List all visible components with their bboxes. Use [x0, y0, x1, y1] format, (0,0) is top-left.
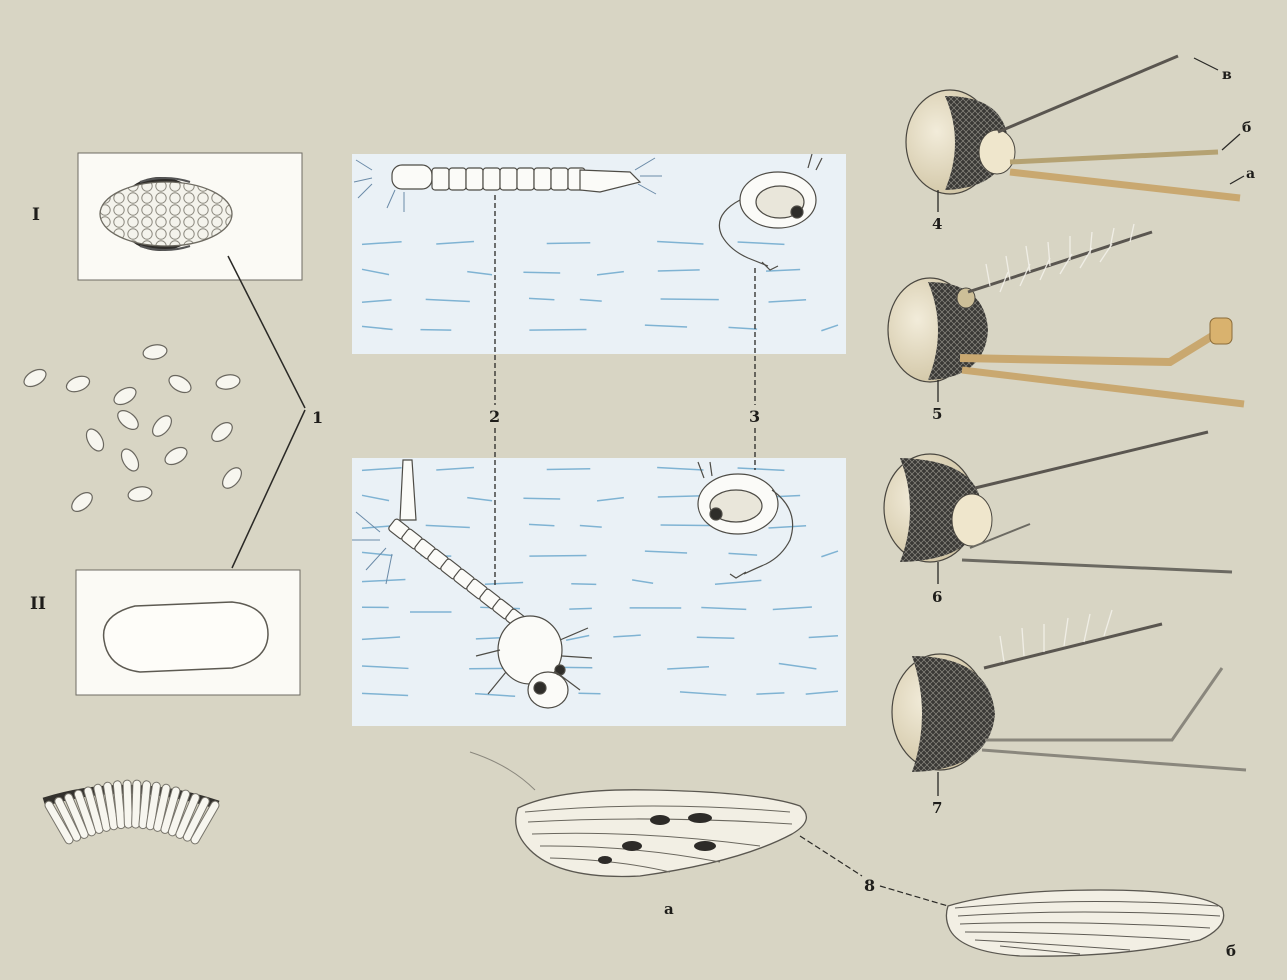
- head-part-label-v: в: [1222, 67, 1232, 83]
- callout-8: 8: [864, 876, 875, 895]
- head-part-label-b: б: [1242, 120, 1251, 136]
- callout-7: 7: [932, 799, 942, 817]
- roman-label-i: I: [32, 205, 40, 225]
- larva-segment: [432, 168, 449, 190]
- water-line: [529, 555, 586, 556]
- callout-6: 6: [932, 588, 942, 606]
- water-line: [578, 693, 600, 694]
- larva-segment: [483, 168, 500, 190]
- larva-segment: [534, 168, 551, 190]
- callout-5: 5: [932, 405, 942, 423]
- water-line: [658, 496, 700, 497]
- wing-label-a: а: [664, 900, 674, 918]
- egg-panel-ii: [76, 570, 300, 695]
- larva-segment: [500, 168, 517, 190]
- water-line: [658, 270, 700, 271]
- callout-2: 2: [489, 407, 500, 426]
- egg-panel-i: [78, 153, 302, 280]
- wing-label-b: б: [1226, 942, 1236, 960]
- water-line: [697, 637, 735, 638]
- callout-1: 1: [312, 408, 323, 427]
- water-line: [569, 608, 592, 609]
- roman-label-ii: II: [30, 594, 46, 614]
- water-line: [529, 329, 586, 330]
- larva-segment: [466, 168, 483, 190]
- callout-4: 4: [932, 215, 942, 233]
- water-line: [547, 469, 591, 470]
- water-line: [547, 243, 591, 244]
- water-line: [661, 299, 719, 300]
- water-panel-top: [352, 154, 846, 354]
- raft-egg: [123, 780, 132, 828]
- water-line: [571, 584, 596, 585]
- water-line: [523, 272, 560, 273]
- larva-segment: [449, 168, 466, 190]
- head-part-label-a: а: [1246, 166, 1255, 182]
- water-line: [523, 498, 560, 499]
- water-panel-bottom: [352, 458, 846, 726]
- larva-segment: [517, 168, 534, 190]
- callout-3: 3: [749, 407, 760, 426]
- larva-segment: [551, 168, 568, 190]
- water-line: [420, 330, 451, 331]
